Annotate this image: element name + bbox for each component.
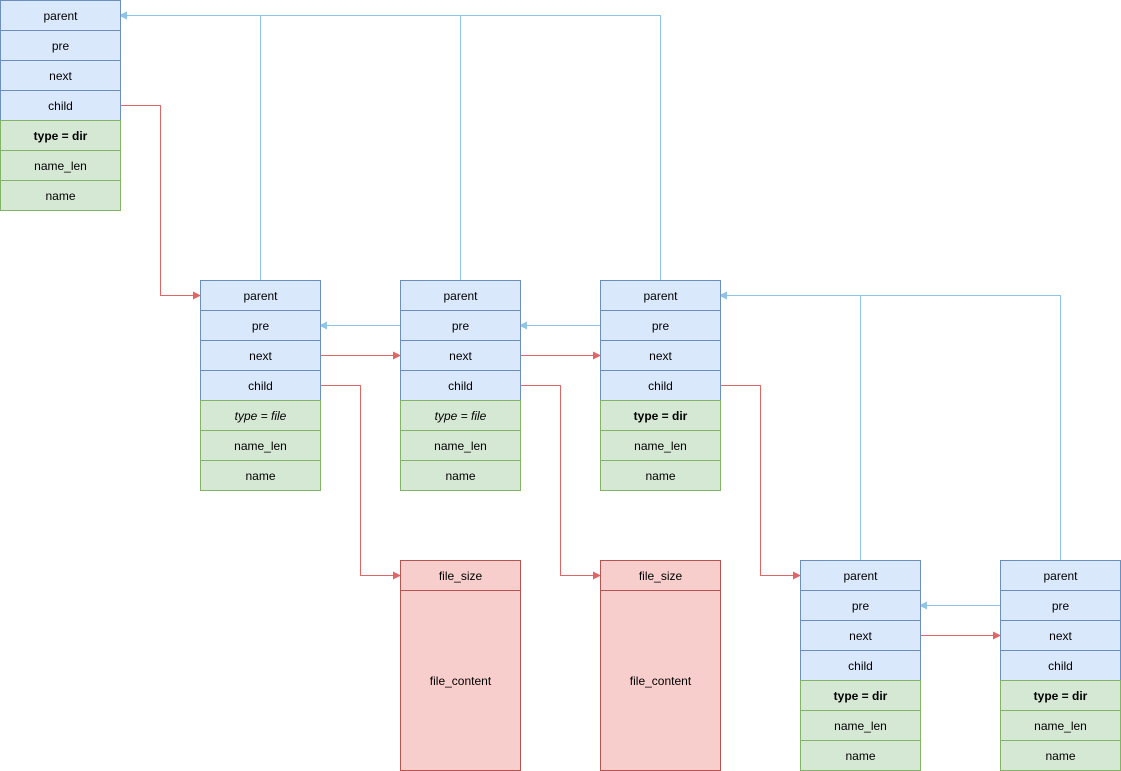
parent-arrow-c <box>119 11 661 280</box>
field-name: name <box>800 740 921 771</box>
field-type: type = file <box>400 400 521 431</box>
field-next: next <box>0 60 121 91</box>
field-name: name <box>200 460 321 491</box>
field-pre: pre <box>800 590 921 621</box>
field-name: name <box>0 180 121 211</box>
field-name: name <box>400 460 521 491</box>
field-parent: parent <box>800 560 921 591</box>
parent-arrow-d <box>719 291 861 560</box>
child-arrow-a <box>320 385 401 580</box>
field-parent: parent <box>600 280 721 311</box>
field-child: child <box>0 90 121 121</box>
field-next: next <box>400 340 521 371</box>
file-block-a: file_size file_content <box>400 560 521 771</box>
field-pre: pre <box>0 30 121 61</box>
field-pre: pre <box>400 310 521 341</box>
field-parent: parent <box>0 0 121 31</box>
field-type: type = dir <box>600 400 721 431</box>
parent-arrow-b <box>119 11 461 280</box>
field-child: child <box>400 370 521 401</box>
field-next: next <box>1000 620 1121 651</box>
child-arrow-c <box>720 385 801 580</box>
field-name-len: name_len <box>800 710 921 741</box>
file-content-field: file_content <box>429 673 492 688</box>
field-type: type = dir <box>1000 680 1121 711</box>
field-name-len: name_len <box>1000 710 1121 741</box>
field-name-len: name_len <box>200 430 321 461</box>
field-name: name <box>600 460 721 491</box>
child-arrow-b <box>520 385 601 580</box>
field-next: next <box>200 340 321 371</box>
field-parent: parent <box>1000 560 1121 591</box>
field-name: name <box>1000 740 1121 771</box>
file-block-b: file_size file_content <box>600 560 721 771</box>
file-size-field: file_size <box>401 561 520 591</box>
field-pre: pre <box>600 310 721 341</box>
field-type: type = dir <box>0 120 121 151</box>
field-pre: pre <box>200 310 321 341</box>
field-child: child <box>600 370 721 401</box>
file-content-field: file_content <box>629 673 692 688</box>
field-pre: pre <box>1000 590 1121 621</box>
field-name-len: name_len <box>0 150 121 181</box>
parent-arrow-e <box>719 291 1061 560</box>
field-next: next <box>800 620 921 651</box>
field-parent: parent <box>200 280 321 311</box>
field-name-len: name_len <box>600 430 721 461</box>
child-arrow-root <box>120 105 201 300</box>
field-type: type = dir <box>800 680 921 711</box>
field-type: type = file <box>200 400 321 431</box>
parent-arrow-a <box>119 11 261 280</box>
field-parent: parent <box>400 280 521 311</box>
field-child: child <box>1000 650 1121 681</box>
file-size-field: file_size <box>601 561 720 591</box>
field-next: next <box>600 340 721 371</box>
field-child: child <box>800 650 921 681</box>
field-child: child <box>200 370 321 401</box>
field-name-len: name_len <box>400 430 521 461</box>
